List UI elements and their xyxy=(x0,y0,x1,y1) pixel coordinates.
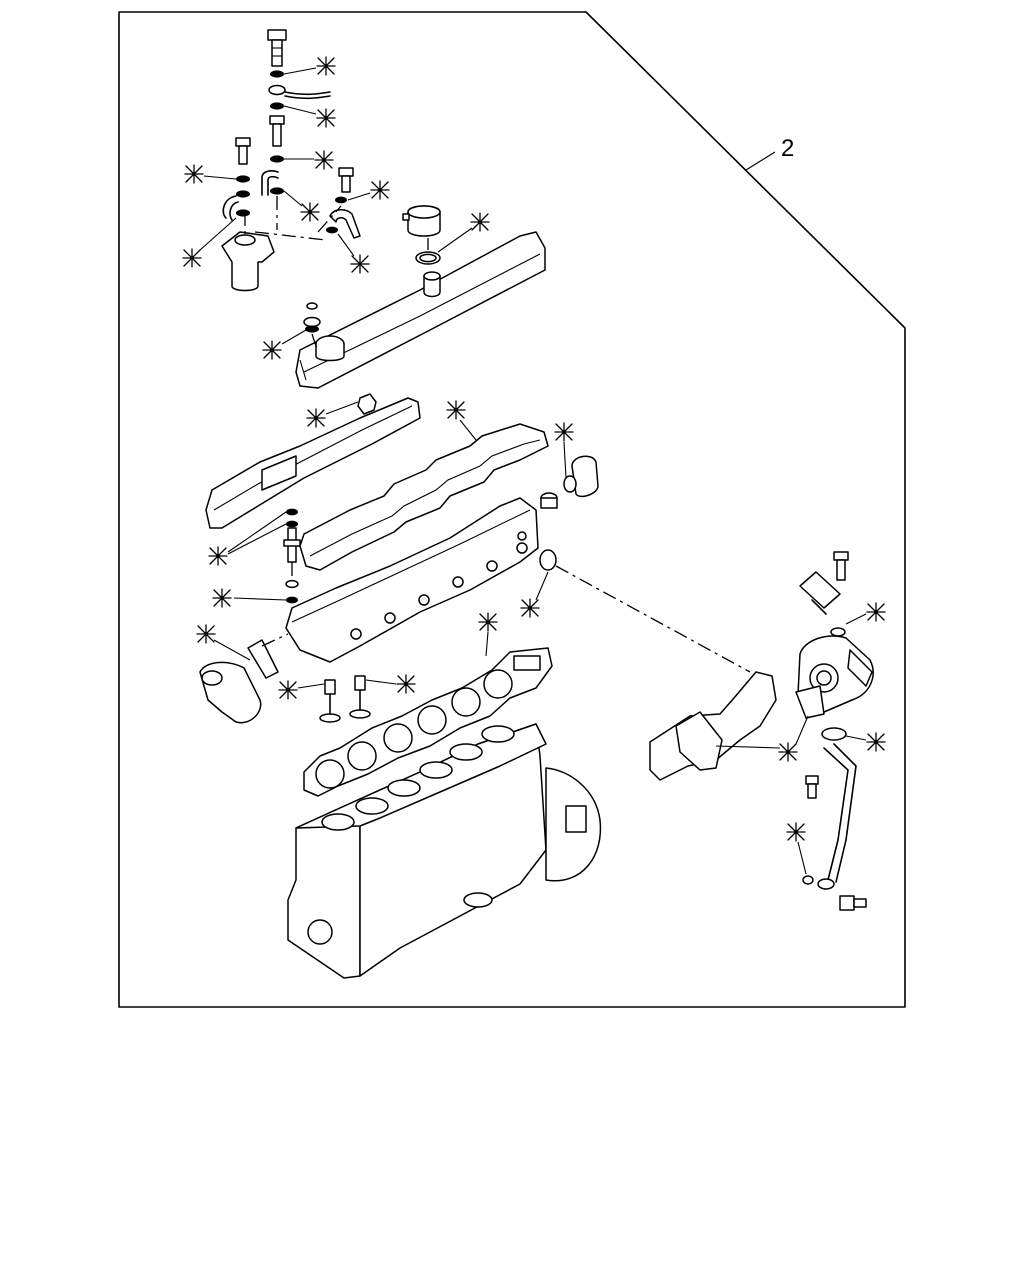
rocker-cover-gasket xyxy=(205,393,421,529)
fuel-line-fittings-group xyxy=(221,29,361,292)
turbocharger xyxy=(795,551,874,911)
valves xyxy=(319,675,371,723)
breather-assembly xyxy=(402,205,441,265)
thermostat-housing xyxy=(199,633,289,724)
cylinder-head-gasket xyxy=(303,647,553,797)
kit-asterisk-markers xyxy=(182,56,886,875)
water-outlet xyxy=(539,455,751,673)
diagram-frame xyxy=(118,11,906,1008)
rocker-cover xyxy=(295,231,546,389)
head-cover-gasket xyxy=(299,423,549,571)
engine-block xyxy=(287,723,602,979)
exhaust-pipe xyxy=(649,671,777,781)
callout-2-label: 2 xyxy=(781,135,794,162)
callout-2-leader xyxy=(745,151,776,171)
cylinder-head xyxy=(283,497,539,663)
